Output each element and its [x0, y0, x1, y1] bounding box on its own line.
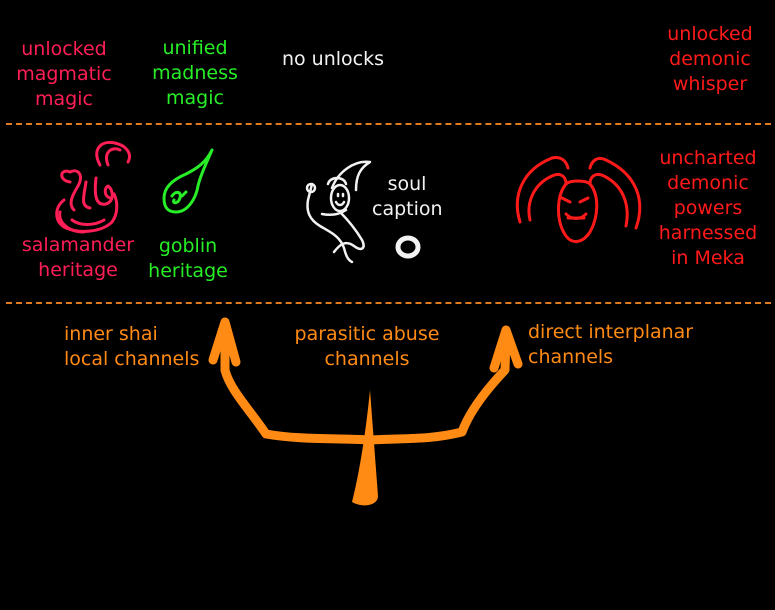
goblin-unlock-label: unified madness magic — [152, 37, 238, 109]
salamander-heritage-label: salamander heritage — [21, 234, 135, 281]
trident-stem — [352, 390, 378, 506]
demonic-powers-label: uncharted demonic powers harnessed in Me… — [658, 147, 758, 269]
demonic-unlock-label: unlocked demonic whisper — [667, 23, 753, 95]
left-channel-label: inner shai local channels — [64, 323, 200, 370]
top-divider — [6, 123, 771, 125]
soul-ring-icon — [395, 235, 421, 259]
soul-unlock-label: no unlocks — [281, 48, 385, 70]
center-channel-label: parasitic abuse channels — [294, 323, 440, 370]
salamander-flame-icon — [55, 140, 131, 234]
bottom-divider — [6, 302, 771, 304]
soul-figure-icon — [305, 160, 372, 264]
salamander-unlock-label: unlocked magmatic magic — [16, 38, 112, 110]
soul-caption-label: soul caption — [372, 173, 443, 220]
right-channel-label: direct interplanar channels — [528, 321, 694, 368]
goblin-heritage-label: goblin heritage — [148, 235, 228, 282]
goblin-leaf-icon — [162, 148, 214, 214]
horned-demon-icon — [515, 156, 642, 243]
